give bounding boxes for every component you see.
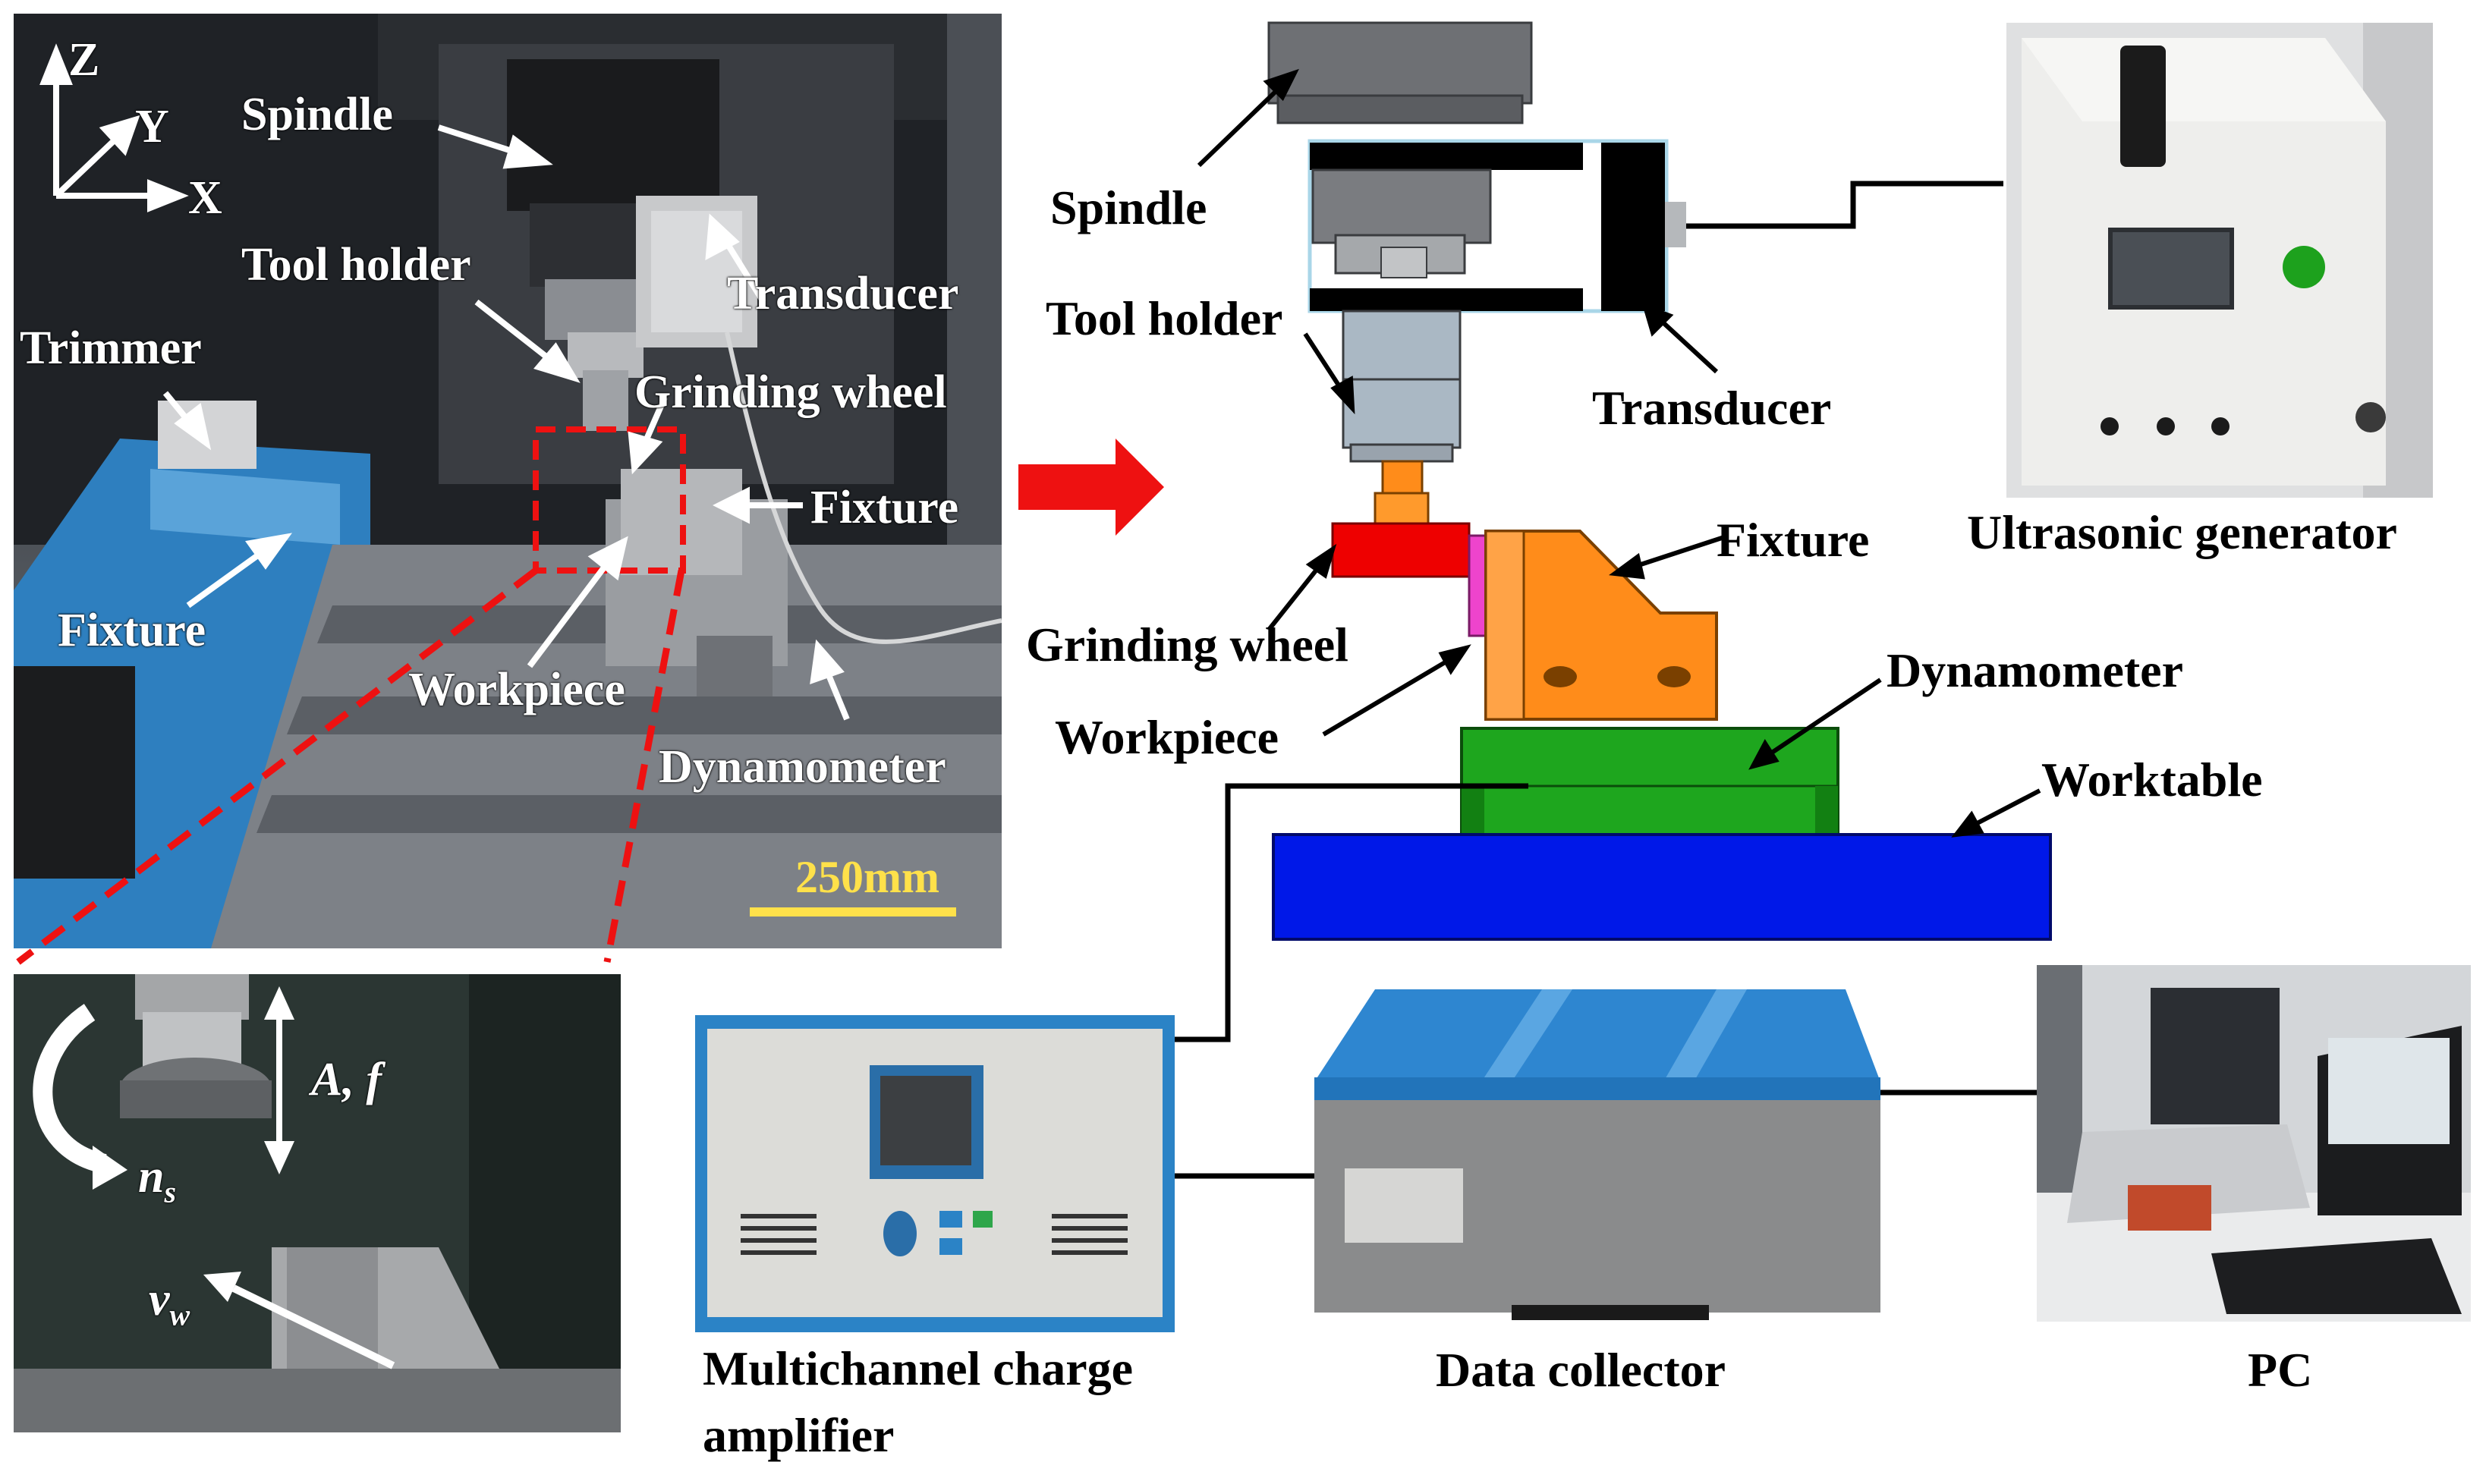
- inset-feed-sub: w: [169, 1297, 190, 1332]
- inset-speed-label: ns: [138, 1153, 176, 1207]
- schematic-workpiece-label: Workpiece: [1055, 710, 1279, 764]
- schematic-worktable-label: Worktable: [2041, 753, 2263, 806]
- scale-bar-label: 250mm: [795, 852, 939, 902]
- power-button-icon: [2283, 246, 2325, 288]
- schematic-transducer-frame: [1308, 139, 1669, 313]
- schematic-grinding-wheel-label: Grinding wheel: [1026, 618, 1348, 671]
- charge-amplifier-photo: [695, 1015, 1175, 1332]
- ultrasonic-generator-illustration: [2006, 23, 2433, 498]
- schematic-grinding-wheel: [1331, 522, 1471, 578]
- photo-workpiece-label: Workpiece: [408, 664, 625, 715]
- schematic-fixture-label: Fixture: [1717, 513, 1870, 567]
- rotation-arrow-icon: [93, 1146, 127, 1190]
- schematic-workpiece: [1468, 534, 1487, 637]
- schematic-tool-holder: [1342, 310, 1462, 449]
- inset-speed-sub: s: [164, 1174, 177, 1209]
- charge-amplifier-label-line1: Multichannel charge: [703, 1341, 1134, 1395]
- ultrasonic-generator-photo: [2006, 23, 2433, 498]
- photo-grinding-wheel-label: Grinding wheel: [634, 366, 947, 418]
- schematic-dynamometer-label: Dynamometer: [1887, 643, 2183, 697]
- axis-z-label: Z: [68, 34, 100, 86]
- inset-illustration: [14, 974, 621, 1432]
- photo-tool-holder-label: Tool holder: [241, 239, 471, 291]
- schematic-tool-holder-label: Tool holder: [1046, 291, 1283, 345]
- inset-feed-label: vw: [149, 1276, 190, 1330]
- schematic-worktable: [1272, 833, 2052, 941]
- axis-y-label: Y: [135, 101, 169, 152]
- scale-bar: [750, 907, 956, 916]
- machine-photo-illustration: [14, 14, 1002, 948]
- inset-speed-base: n: [138, 1151, 165, 1203]
- data-collector-photo: [1314, 986, 1880, 1320]
- schematic-fixture: [1484, 530, 1718, 721]
- pc-label: PC: [2248, 1343, 2313, 1397]
- coordinate-axes-icon: [39, 43, 189, 212]
- detail-box: [533, 426, 686, 574]
- machine-photo: Z Y X Spindle Tool holder Transducer Tri…: [14, 14, 1002, 948]
- charge-amplifier-label-line2: amplifier: [703, 1408, 895, 1462]
- photo-spindle-label: Spindle: [241, 89, 393, 140]
- photo-fixture-right-label: Fixture: [810, 482, 959, 533]
- photo-trimmer-label: Trimmer: [20, 322, 202, 374]
- data-collector-illustration: [1314, 989, 1880, 1320]
- schematic-spindle-label: Spindle: [1050, 181, 1207, 234]
- photo-fixture-left-label: Fixture: [58, 605, 206, 656]
- inset-feed-base: v: [149, 1274, 170, 1325]
- inset-amplitude-frequency-label: A, f: [311, 1054, 382, 1105]
- schematic-spindle: [1267, 21, 1533, 105]
- pc-illustration: [2037, 965, 2471, 1322]
- ultrasonic-generator-label: Ultrasonic generator: [1967, 505, 2397, 559]
- vibration-arrow-icon: [264, 986, 294, 1020]
- axis-x-label: X: [188, 172, 222, 224]
- schematic-transducer-body: [1601, 143, 1665, 311]
- data-collector-label: Data collector: [1436, 1343, 1726, 1397]
- inset-photo: A, f ns vw: [14, 974, 621, 1432]
- schematic-transducer-label: Transducer: [1592, 381, 1832, 435]
- feed-arrow-icon: [203, 1272, 241, 1302]
- schematic-dynamometer: [1460, 727, 1839, 836]
- schematic-leader-arrows: [1197, 68, 2041, 838]
- charge-amplifier-illustration: [695, 1015, 1175, 1332]
- photo-transducer-label: Transducer: [727, 268, 959, 319]
- pc-photo: [2037, 965, 2471, 1322]
- photo-dynamometer-label: Dynamometer: [659, 741, 946, 793]
